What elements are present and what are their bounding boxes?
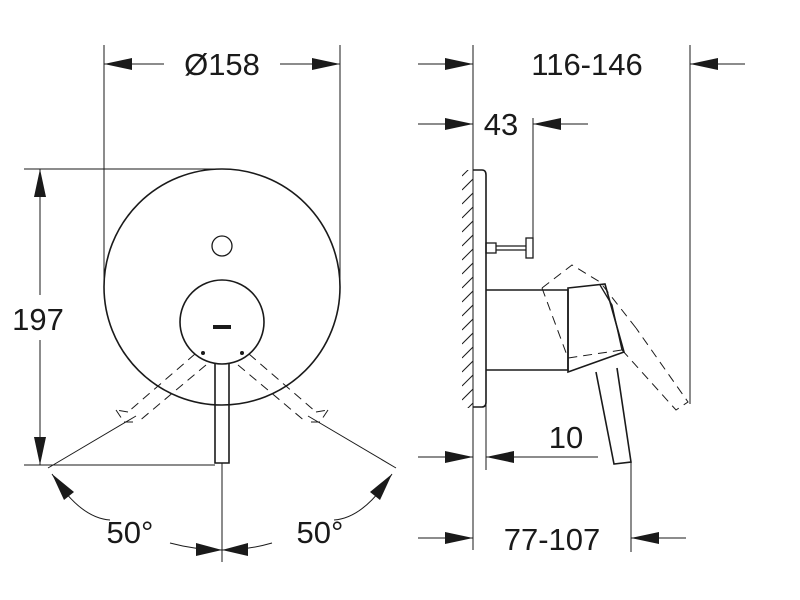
height-dimension: 197 <box>12 168 228 466</box>
escutcheon-plate <box>103 168 341 406</box>
handle-hub-bevel <box>599 284 623 351</box>
lever-reach-label: 77-107 <box>504 522 601 557</box>
handle-hub-side <box>567 283 625 374</box>
diverter-knob-side <box>485 237 534 259</box>
lever-handle-front <box>214 364 230 464</box>
offset-dimension: 10 <box>418 402 598 470</box>
height-label: 197 <box>12 302 64 337</box>
projection-range-label: 116-146 <box>531 47 642 82</box>
lever-reach-dimension: 77-107 <box>418 462 686 557</box>
stop-valve-depth-label: 43 <box>484 107 518 142</box>
cartridge-hub <box>179 279 265 365</box>
cartridge-body-side <box>486 289 569 371</box>
diverter-button <box>211 235 233 257</box>
lever-handle-side <box>595 367 632 465</box>
diameter-dimension: Ø158 <box>103 45 341 287</box>
projection-range-dimension: 116-146 <box>418 45 745 404</box>
diameter-label: Ø158 <box>184 47 260 82</box>
hub-dot-right <box>240 351 244 355</box>
hub-dot-left <box>201 351 205 355</box>
stop-valve-depth-dimension: 43 <box>418 107 588 240</box>
angle-left-label: 50° <box>107 515 154 550</box>
angle-dimension: 50° 50° <box>47 415 397 562</box>
angle-right-label: 50° <box>297 515 344 550</box>
plate-profile <box>473 169 487 408</box>
temperature-indicator <box>213 325 231 329</box>
wall-hatching <box>462 170 473 408</box>
front-view: Ø158 197 50° 50° <box>12 45 397 562</box>
side-view: 116-146 43 10 77-107 <box>418 45 745 557</box>
offset-label: 10 <box>549 420 583 455</box>
lever-range-side <box>541 264 689 411</box>
